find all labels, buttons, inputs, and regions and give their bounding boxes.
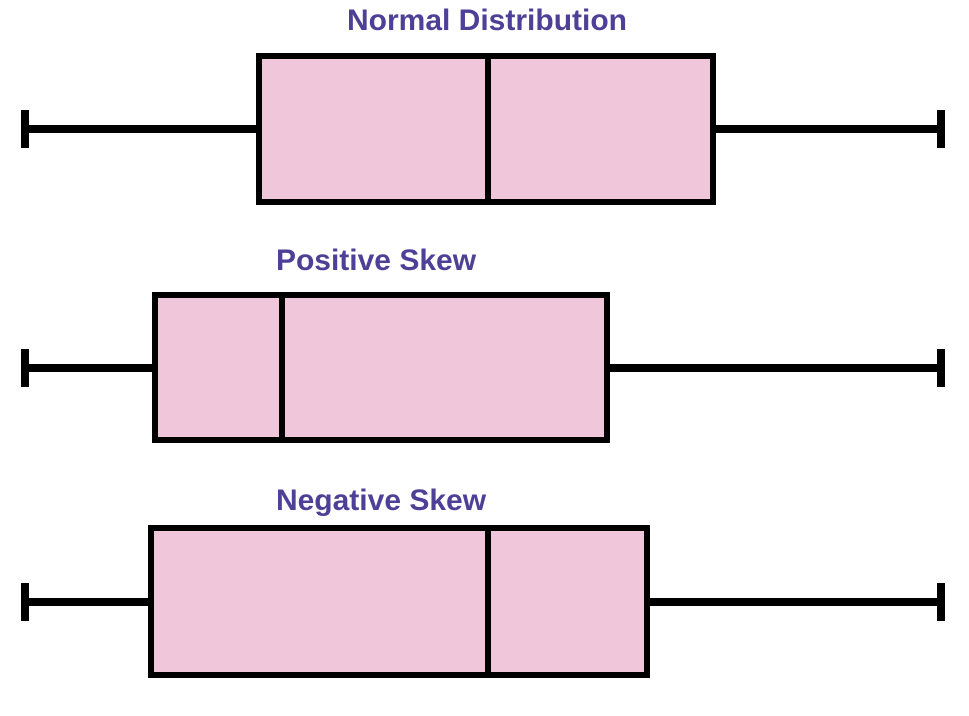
whisker-line-right [606,363,941,372]
median-line [279,292,286,443]
whisker-line-left [25,125,259,133]
plot-title-positive-skew: Positive Skew [275,244,477,277]
whisker-cap-left [21,348,29,387]
whisker-line-right [646,597,941,606]
iqr-box [152,292,610,443]
plot-title-negative-skew: Negative Skew [275,484,487,517]
whisker-cap-left [21,582,29,621]
whisker-line-left [25,363,156,372]
median-line [484,525,491,678]
median-line [484,53,491,205]
whisker-cap-left [21,110,29,148]
plot-title-normal-distribution: Normal Distribution [346,4,628,37]
iqr-box [148,525,650,678]
whisker-cap-right [937,348,945,387]
whisker-line-left [25,597,152,606]
whisker-cap-right [937,582,945,621]
whisker-line-right [712,125,941,133]
whisker-cap-right [937,110,945,148]
